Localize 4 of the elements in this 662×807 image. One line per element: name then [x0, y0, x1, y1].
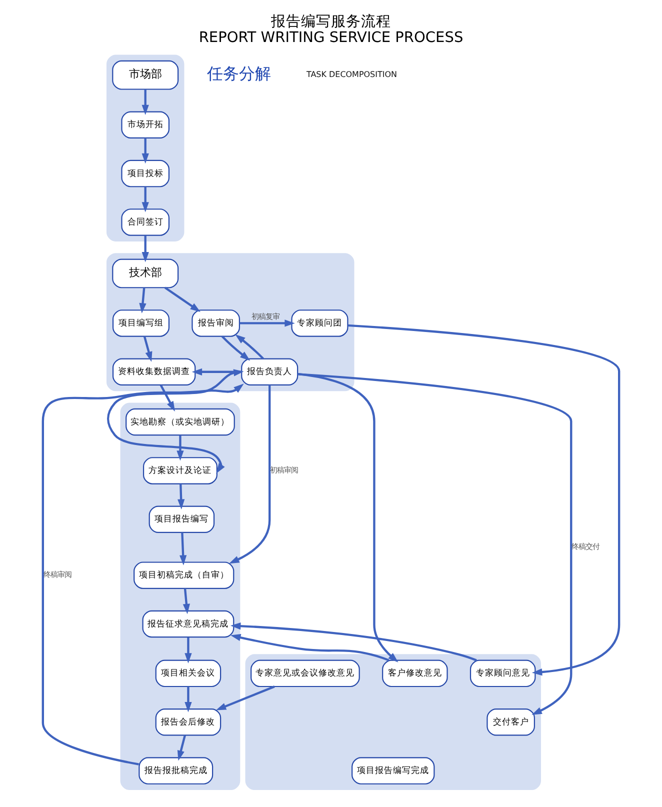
- diagram-title: 报告编写服务流程: [271, 14, 391, 30]
- label: 任务分解: [207, 64, 272, 84]
- caption: REPORT WRITING SERVICE PROCESS: [198, 30, 464, 46]
- edge-label: 初稿复审: [252, 312, 280, 321]
